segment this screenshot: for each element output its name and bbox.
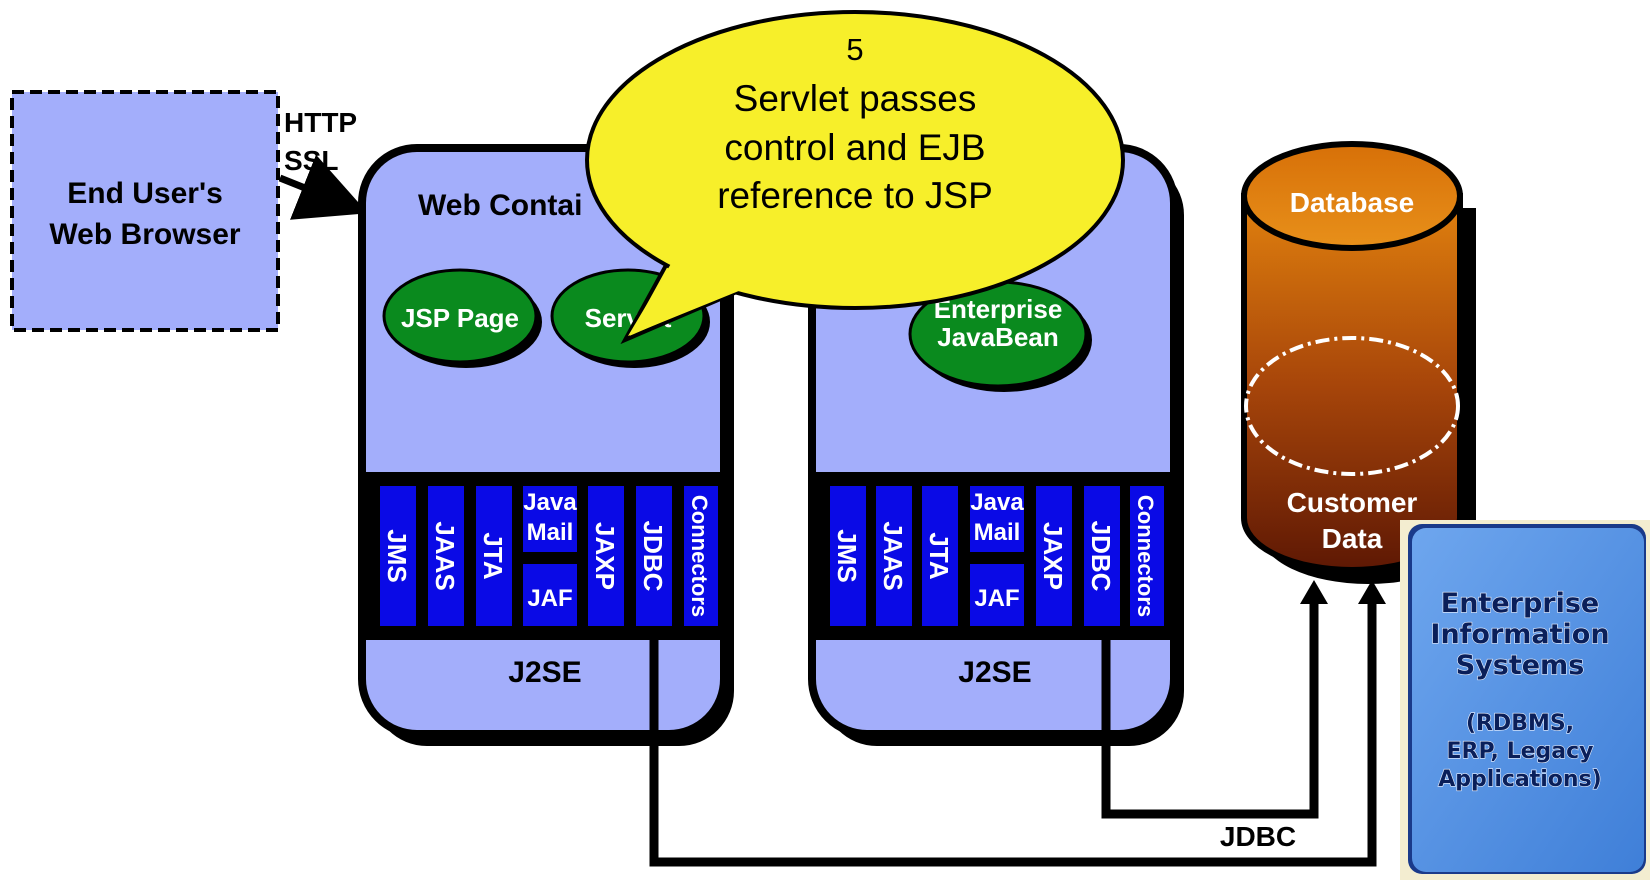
http-arrow: [278, 154, 368, 220]
ejb-api-connectors: Connectors: [1133, 495, 1158, 617]
eis-line4: (RDBMS,: [1466, 711, 1574, 736]
callout-line1: Servlet passes: [734, 78, 977, 119]
http-label: HTTP: [284, 107, 357, 138]
ejb-api-mail: Mail: [974, 519, 1021, 546]
web-api-connectors: Connectors: [687, 495, 712, 617]
customer-data-line2: Data: [1322, 523, 1383, 554]
eis-line2: Information: [1430, 619, 1609, 650]
callout-line3: reference to JSP: [717, 175, 993, 216]
ejb-api-jaf: JAF: [974, 585, 1019, 612]
ejb-api-jaxp: JAXP: [1038, 522, 1068, 590]
web-j2se-label: J2SE: [508, 656, 581, 689]
callout-line2: control and EJB: [724, 127, 985, 168]
ejb-label-line2: JavaBean: [937, 322, 1058, 352]
callout-bubble: 5 Servlet passes control and EJB referen…: [585, 10, 1125, 345]
browser-label-line2: Web Browser: [49, 218, 240, 251]
ejb-j2se-label: J2SE: [958, 656, 1031, 689]
web-api-jaf: JAF: [527, 585, 572, 612]
ejb-api-jaas: JAAS: [878, 521, 908, 590]
ejb-api-jms: JMS: [832, 529, 862, 582]
web-api-jaxp: JAXP: [590, 522, 620, 590]
customer-data-region: [1244, 336, 1460, 476]
web-api-mail: Mail: [527, 519, 574, 546]
jdbc-arrowhead-2: [1358, 580, 1386, 604]
web-api-jta: JTA: [478, 532, 508, 579]
database-title: Database: [1290, 187, 1415, 218]
web-api-jdbc: JDBC: [638, 521, 668, 592]
eis-box: Enterprise Information Systems (RDBMS, E…: [1400, 520, 1650, 880]
ssl-label: SSL: [284, 145, 338, 176]
jdbc-arrowhead-1: [1300, 580, 1328, 604]
eis-line6: Applications): [1438, 767, 1601, 792]
ejb-api-jdbc: JDBC: [1086, 521, 1116, 592]
eis-line3: Systems: [1456, 650, 1585, 681]
web-api-jaas: JAAS: [430, 521, 460, 590]
eis-line5: ERP, Legacy: [1447, 739, 1594, 764]
end-user-browser: End User's Web Browser: [10, 90, 280, 332]
ejb-api-jta: JTA: [924, 532, 954, 579]
callout-step: 5: [846, 32, 863, 67]
web-container-title: Web Contai: [418, 189, 582, 222]
jsp-page-label: JSP Page: [401, 303, 519, 333]
jdbc-label: JDBC: [1220, 821, 1296, 852]
eis-line1: Enterprise: [1441, 588, 1599, 619]
web-api-jms: JMS: [382, 529, 412, 582]
ejb-api-java: Java: [970, 489, 1024, 516]
ejb-api-strip: JMS JAAS JTA Java Mail JAF JAXP JDBC Con…: [830, 486, 1164, 626]
customer-data-line1: Customer: [1287, 487, 1418, 518]
jdbc-connector-lines: [649, 600, 1377, 867]
web-api-java: Java: [523, 489, 577, 516]
browser-label-line1: End User's: [67, 177, 223, 210]
web-api-strip: JMS JAAS JTA Java Mail JAF JAXP JDBC Con…: [380, 486, 718, 626]
database-cylinder: Database Customer Data: [1241, 141, 1476, 584]
